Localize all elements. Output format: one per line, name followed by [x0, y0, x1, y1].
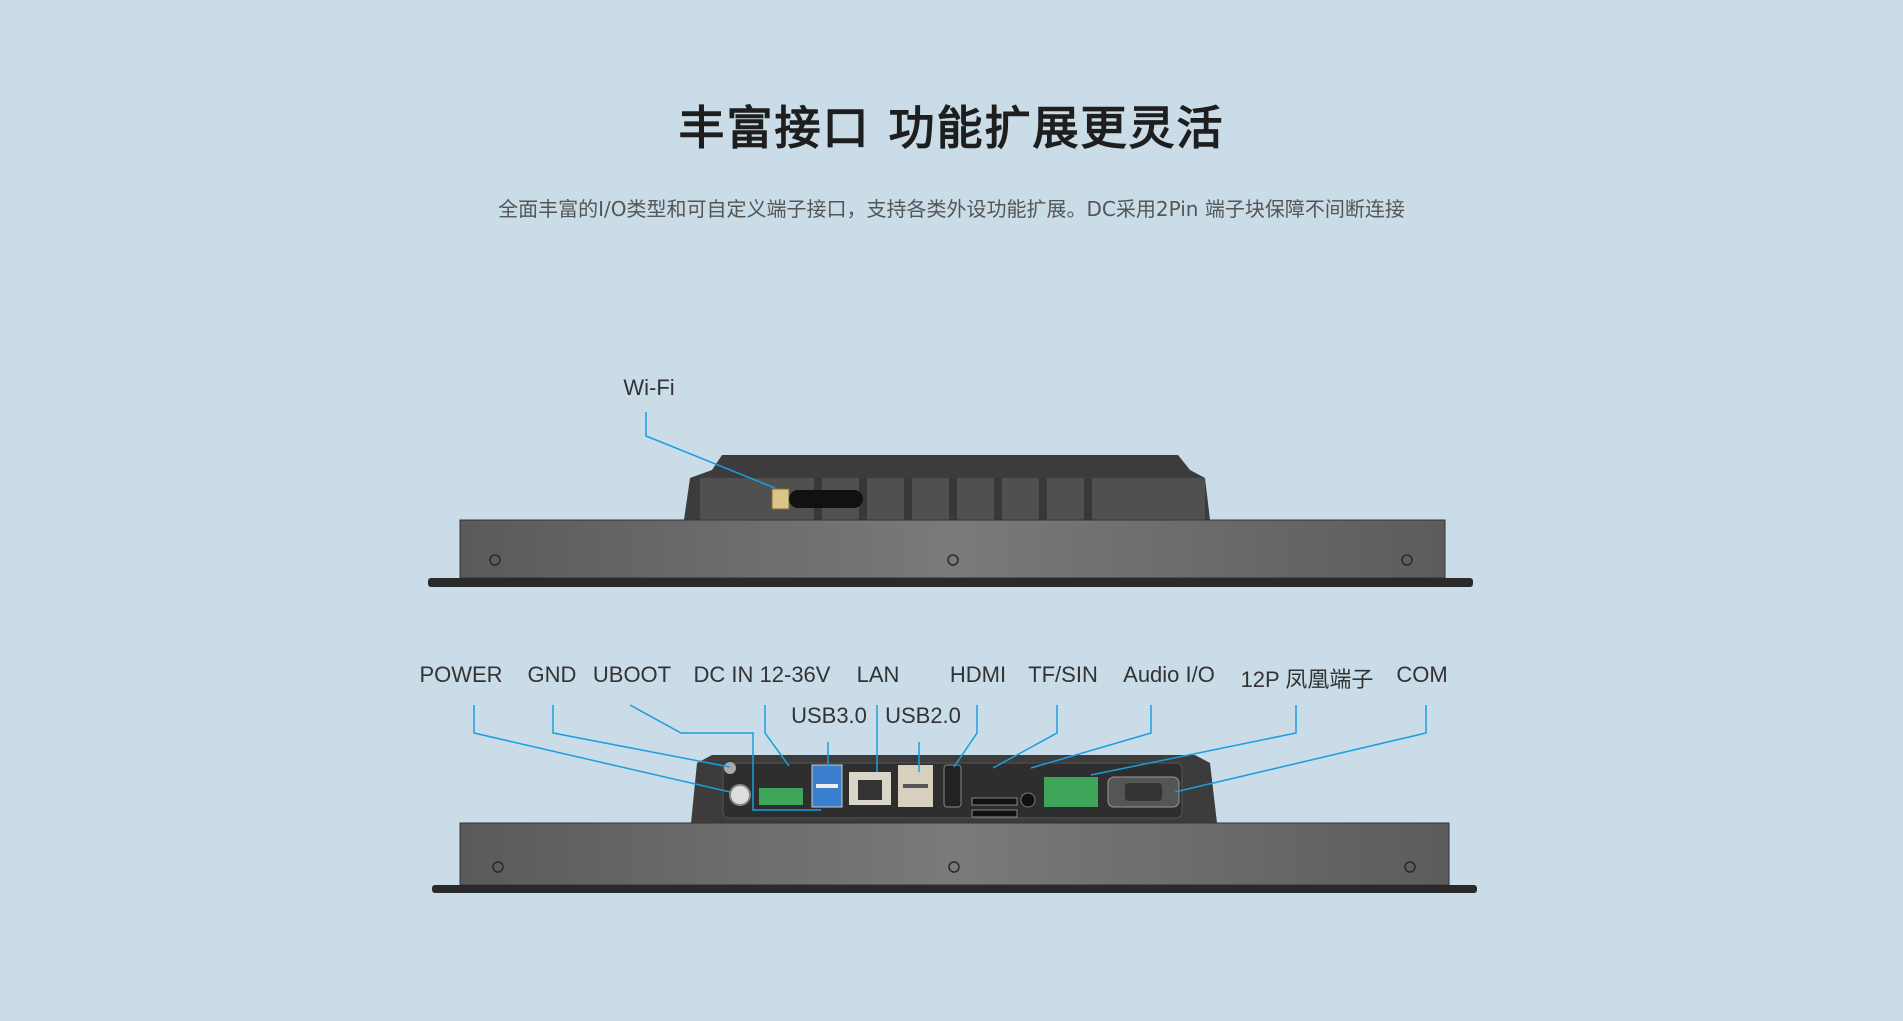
wifi-antenna-connector — [771, 488, 790, 510]
uboot-callout-line — [629, 704, 821, 811]
gnd-screw — [724, 762, 736, 774]
com-callout-line — [1174, 705, 1427, 793]
dc-terminal — [759, 788, 803, 805]
hdmi-port — [943, 764, 962, 808]
label-hdmi: HDMI — [949, 662, 1007, 687]
label-power: POWER — [419, 662, 503, 687]
sim-slot — [971, 809, 1018, 818]
label-com: COM — [1396, 662, 1448, 687]
dcin-callout-line — [764, 705, 790, 767]
tf-callout-line — [992, 705, 1058, 769]
tf-slot — [971, 797, 1018, 806]
label-dc-in: DC IN 12-36V — [693, 662, 831, 687]
phoenix-terminal-12p — [1044, 777, 1098, 807]
power-callout-line — [473, 705, 731, 793]
wifi-callout-line — [645, 412, 776, 489]
label-usb3: USB3.0 — [791, 703, 867, 728]
top-view-device — [428, 455, 1473, 587]
page-title: 丰富接口 功能扩展更灵活 — [678, 101, 1225, 155]
gnd-callout-line — [552, 705, 731, 768]
label-phoenix-12p: 12P 凤凰端子 — [1240, 667, 1374, 692]
hdmi-callout-line — [953, 705, 978, 768]
bottom-view-device — [432, 755, 1477, 893]
label-uboot: UBOOT — [592, 662, 672, 687]
label-gnd: GND — [527, 662, 577, 687]
wifi-antenna — [789, 490, 863, 508]
wifi-label: Wi-Fi — [623, 375, 675, 400]
label-audio: Audio I/O — [1123, 662, 1215, 687]
audio-callout-line — [1030, 705, 1152, 769]
audio-jack — [1020, 792, 1036, 808]
label-usb2: USB2.0 — [885, 703, 961, 728]
power-button — [729, 784, 751, 806]
page-subtitle: 全面丰富的I/O类型和可自定义端子接口，支持各类外设功能扩展。DC采用2Pin … — [498, 197, 1405, 221]
label-lan: LAN — [856, 662, 900, 687]
phoenix-callout-line — [1090, 705, 1297, 776]
callout-lines — [473, 704, 1427, 811]
label-tf-sin: TF/SIN — [1028, 662, 1098, 687]
